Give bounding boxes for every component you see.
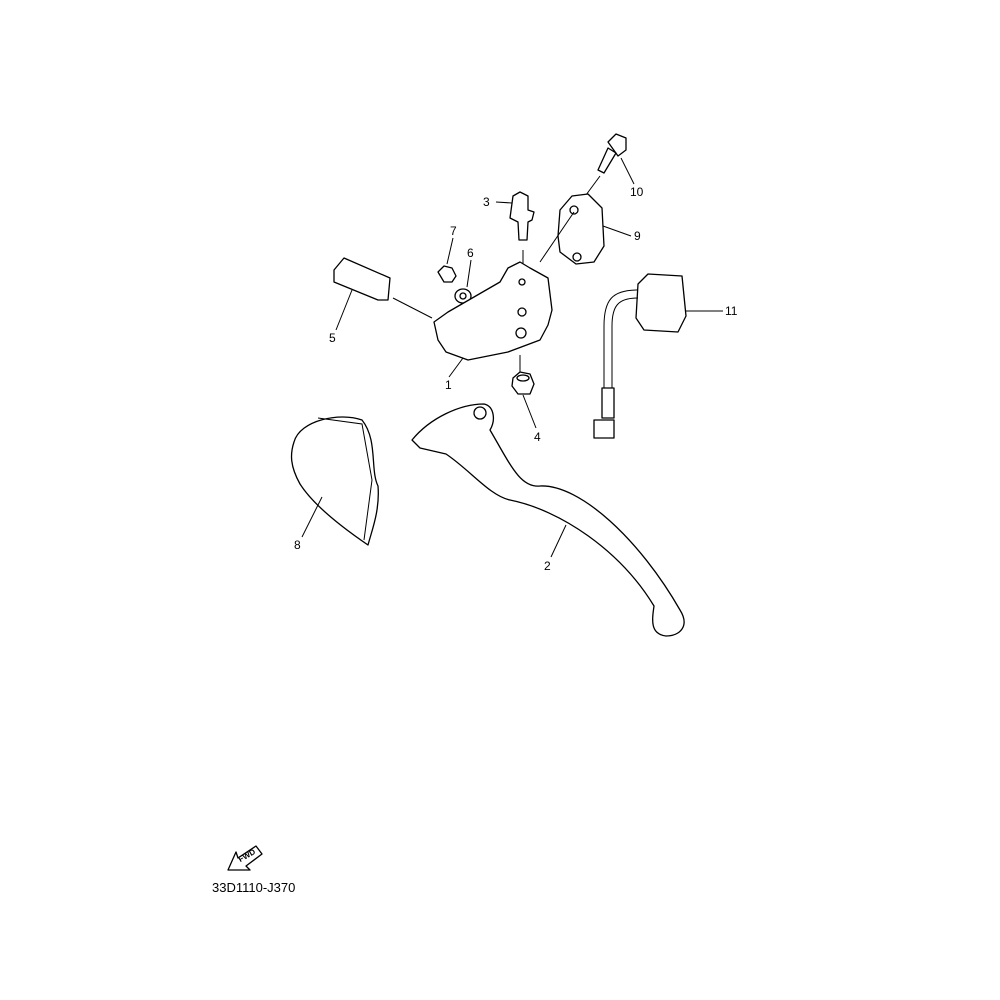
part-11-switch[interactable] xyxy=(593,273,687,439)
fwd-arrow-icon xyxy=(227,845,263,871)
diagram-code: 33D1110-J370 xyxy=(212,880,296,895)
callout-8: 8 xyxy=(294,538,301,552)
callout-9: 9 xyxy=(634,229,641,243)
callout-11: 11 xyxy=(725,304,738,318)
part-9-holder[interactable] xyxy=(539,193,605,265)
part-7-screw[interactable] xyxy=(437,265,457,283)
part-1-bracket[interactable] xyxy=(433,261,553,372)
callout-3: 3 xyxy=(483,195,490,209)
part-10-bolt[interactable] xyxy=(585,133,627,196)
part-2-lever[interactable] xyxy=(411,403,685,637)
callout-1: 1 xyxy=(445,378,452,392)
leader-lines xyxy=(301,157,723,558)
callout-5: 5 xyxy=(329,331,336,345)
part-8-lever-cover[interactable] xyxy=(290,416,379,546)
callout-10: 10 xyxy=(630,185,644,199)
callout-7: 7 xyxy=(450,224,457,238)
part-5-adjuster[interactable] xyxy=(333,257,433,319)
callout-6: 6 xyxy=(467,246,474,260)
callout-2: 2 xyxy=(544,559,551,573)
part-4-nut[interactable] xyxy=(511,371,535,395)
callout-4: 4 xyxy=(534,430,541,444)
